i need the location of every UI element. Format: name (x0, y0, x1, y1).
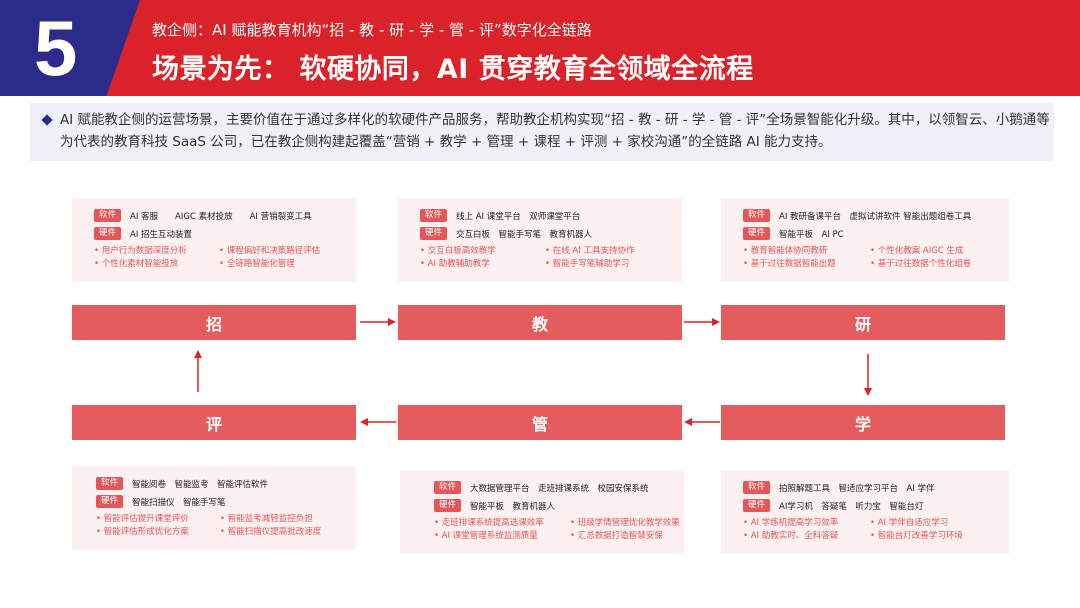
benefit-item: 智能手写笔辅助学习 (545, 258, 664, 271)
stage-xue: 学 (721, 405, 1005, 440)
intro-text: AI 赋能教企侧的运营场景，主要价值在于通过多样化的软硬件产品服务，帮助教企机构… (60, 112, 1050, 150)
benefit-item: 智能台灯改善学习环境 (870, 530, 991, 543)
arrow-left-icon (684, 418, 720, 426)
stage-guan: 管 (398, 405, 682, 440)
hardware-tag: 硬件 (94, 227, 122, 240)
benefit-item: 全链路智能化管理 (219, 258, 338, 271)
stage-zhao: 招 (72, 305, 356, 340)
benefit-list: 交互白板高效教学 在线 AI 工具支持协作 AI 助教辅助教学 智能手写笔辅助学… (420, 245, 664, 271)
stage-ping: 评 (72, 405, 356, 440)
benefit-item: 课程偏好和决策路径评估 (219, 245, 338, 258)
benefit-item: 交互白板高效教学 (420, 245, 539, 258)
benefit-item: 智能监考减轻监控负担 (220, 513, 338, 526)
benefit-item: 汇总数据打造智慧安保 (570, 530, 680, 543)
stage-jiao: 教 (398, 305, 682, 340)
benefit-item: 个性化教案 AIGC 生成 (870, 245, 991, 258)
page-title: 场景为先： 软硬协同，AI 贯穿教育全领域全流程 (152, 54, 754, 85)
arrow-up-icon (194, 350, 202, 392)
header-red-band (0, 0, 1080, 96)
software-tag: 软件 (420, 209, 448, 222)
software-items: 大数据管理平台 走班排课系统 校园安保系统 (470, 483, 649, 494)
hardware-tag: 硬件 (420, 227, 448, 240)
software-items: 线上 AI 课堂平台 双师课堂平台 (456, 211, 581, 222)
hardware-items: AI 招生互动装置 (130, 229, 193, 240)
hardware-tag: 硬件 (96, 495, 124, 508)
card-xue: 软件拍照解题工具 智适应学习平台 AI 学伴 硬件 AI学习机 答疑笔 听力宝 智… (721, 470, 1009, 554)
benefit-list: 智能评估提升课堂评价 智能监考减轻监控负担 智能评估形成优化方案 智能扫描仪提高… (96, 513, 338, 539)
benefit-item: 智能扫描仪提高批改速度 (220, 526, 338, 539)
benefit-item: AI 助教辅助教学 (420, 258, 539, 271)
software-items: 智能阅卷 智能监考 智能评估软件 (132, 479, 269, 490)
benefit-item: AI 课堂管理系统监测质量 (434, 530, 564, 543)
software-tag: 软件 (743, 209, 771, 222)
card-yan: 软件 AI 教研备课平台 虚拟试讲软件 智能出题组卷工具 硬件智能平板 AI PC… (721, 198, 1009, 282)
benefit-item: 个性化素材智能投放 (94, 258, 213, 271)
benefit-item: 用户行为数据深度分析 (94, 245, 213, 258)
benefit-item: 在线 AI 工具支持协作 (545, 245, 664, 258)
intro-box: AI 赋能教企侧的运营场景，主要价值在于通过多样化的软硬件产品服务，帮助教企机构… (30, 103, 1054, 161)
software-tag: 软件 (434, 481, 462, 494)
benefit-item: AI 学练机提高学习效率 (743, 517, 864, 530)
benefit-item: 走班排课系统提高选课效率 (434, 517, 564, 530)
arrow-left-icon (360, 418, 396, 426)
benefit-item: 基于过往数据智能出题 (743, 258, 864, 271)
software-tag: 软件 (743, 481, 771, 494)
benefit-item: AI 助教实时、全科答疑 (743, 530, 864, 543)
benefit-item: AI 学伴自适应学习 (870, 517, 991, 530)
hardware-items: 智能平板 教育机器人 (470, 501, 556, 512)
diamond-bullet-icon (41, 114, 53, 126)
arrow-right-icon (684, 318, 720, 326)
software-tag: 软件 (94, 209, 122, 222)
software-items: 拍照解题工具 智适应学习平台 AI 学伴 (779, 483, 935, 494)
hardware-tag: 硬件 (743, 499, 771, 512)
benefit-item: 智能评估提升课堂评价 (96, 513, 214, 526)
benefit-list: 用户行为数据深度分析 课程偏好和决策路径评估 个性化素材智能投放 全链路智能化管… (94, 245, 338, 271)
section-number: 5 (34, 4, 78, 92)
benefit-list: AI 学练机提高学习效率 AI 学伴自适应学习 AI 助教实时、全科答疑 智能台… (743, 517, 991, 543)
benefit-item: 班级学情管理优化教学效果 (570, 517, 680, 530)
hardware-items: 智能平板 AI PC (779, 229, 844, 240)
header-subtitle: 教企侧：AI 赋能教育机构“招 - 教 - 研 - 学 - 管 - 评”数字化全… (152, 21, 592, 39)
arrow-right-icon (360, 318, 396, 326)
hardware-tag: 硬件 (434, 499, 462, 512)
software-tag: 软件 (96, 477, 124, 490)
hardware-items: 交互白板 智能手写笔 教育机器人 (456, 229, 593, 240)
benefit-list: 教育智能体协同教研 个性化教案 AIGC 生成 基于过往数据智能出题 基于过往数… (743, 245, 991, 271)
header-banner: 5 教企侧：AI 赋能教育机构“招 - 教 - 研 - 学 - 管 - 评”数字… (0, 0, 1080, 96)
benefit-item: 基于过往数据个性化组卷 (870, 258, 991, 271)
arrow-down-icon (864, 354, 872, 396)
benefit-item: 智能评估形成优化方案 (96, 526, 214, 539)
hardware-items: 智能扫描仪 智能手写笔 (132, 497, 226, 508)
benefit-item: 教育智能体协同教研 (743, 245, 864, 258)
stage-yan: 研 (721, 305, 1005, 340)
software-items: AI 客服 AIGC 素材投放 AI 营销裂变工具 (130, 211, 312, 222)
hardware-tag: 硬件 (743, 227, 771, 240)
hardware-items: AI学习机 答疑笔 听力宝 智能台灯 (779, 501, 924, 512)
benefit-list: 走班排课系统提高选课效率 班级学情管理优化教学效果 AI 课堂管理系统监测质量 … (434, 517, 680, 543)
software-items: AI 教研备课平台 虚拟试讲软件 智能出题组卷工具 (779, 211, 972, 222)
